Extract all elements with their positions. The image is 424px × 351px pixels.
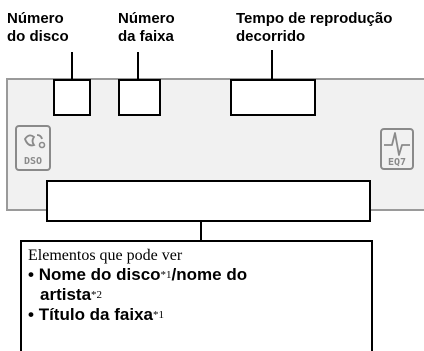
leader-line-text: [200, 222, 202, 240]
label-elapsed-time: Tempo de reprodução decorrido: [236, 10, 393, 45]
elapsed-time-box: [230, 79, 316, 116]
text-display-box: [46, 180, 371, 222]
eq7-icon: EQ7: [380, 123, 414, 171]
info-item-disc-name: • Nome do disco*1/nome do: [28, 265, 248, 284]
info-box: Elementos que pode ver • Nome do disco*1…: [20, 240, 373, 351]
dso-icon: DSO: [15, 125, 51, 171]
leader-line-track: [137, 52, 139, 80]
eq7-icon-label: EQ7: [388, 157, 406, 168]
leader-line-time: [271, 50, 273, 80]
dso-icon-label: DSO: [24, 156, 42, 167]
info-item-artist: artista*2: [40, 285, 103, 304]
info-title: Elementos que pode ver: [28, 247, 183, 264]
label-disc-number: Número do disco: [7, 10, 69, 45]
label-track-number: Número da faixa: [118, 10, 175, 45]
disc-number-box: [53, 79, 91, 116]
leader-line-disc: [71, 52, 73, 80]
info-item-track-title: • Título da faixa*1: [28, 305, 164, 324]
track-number-box: [118, 79, 161, 116]
